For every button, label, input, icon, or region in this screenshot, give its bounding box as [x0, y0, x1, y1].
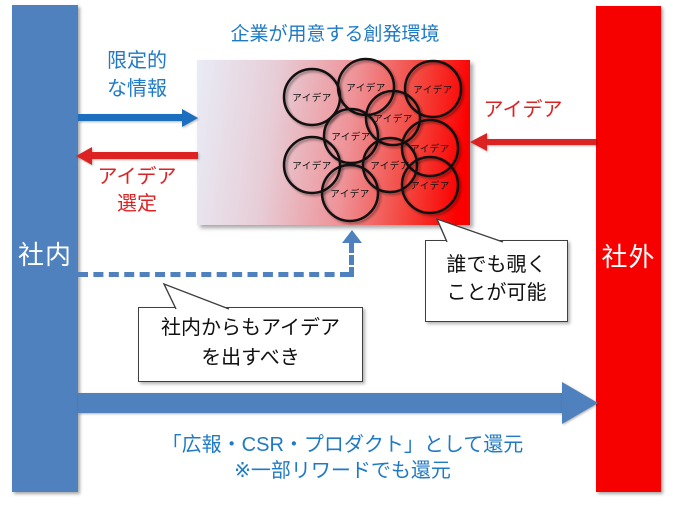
- incoming-idea-label: アイデア: [483, 99, 563, 121]
- return-flow-arrow: [78, 393, 562, 413]
- return-flow-line1: 「広報・CSR・プロダクト」として還元: [161, 434, 524, 456]
- emergence-environment-box: [197, 60, 470, 225]
- internal-idea-callout: 社内からもアイデア を出すべき: [138, 307, 363, 382]
- internal-idea-dashed-line: [349, 243, 354, 277]
- internal-idea-arrowhead-icon: [342, 230, 362, 243]
- return-flow-line2: ※一部リワードでも還元: [234, 460, 451, 482]
- limited-info-arrowhead-icon: [182, 109, 198, 127]
- inside-company-label: 社内: [17, 240, 72, 270]
- idea-selection-arrowhead-icon: [76, 147, 92, 165]
- inside-company-bar: [12, 5, 78, 492]
- internal-idea-dashed-line: [78, 272, 350, 277]
- incoming-idea-arrowhead-icon: [470, 133, 487, 151]
- environment-title: 企業が用意する創発環境: [230, 24, 440, 45]
- outside-company-bar: [596, 6, 661, 492]
- incoming-idea-arrow: [487, 139, 596, 145]
- callout-pointer: [162, 282, 230, 310]
- limited-info-arrow: [78, 114, 182, 121]
- limited-info-label: 限定的 な情報: [107, 50, 167, 100]
- idea-selection-arrow: [92, 152, 198, 159]
- peek-callout: 誰でも覗く ことが可能: [425, 240, 568, 322]
- idea-selection-label: アイデア 選定: [97, 166, 177, 215]
- outside-company-label: 社外: [601, 242, 656, 272]
- return-flow-label: 「広報・CSR・プロダクト」として還元 ※一部リワードでも還元: [85, 432, 600, 484]
- return-flow-arrowhead-icon: [562, 382, 598, 424]
